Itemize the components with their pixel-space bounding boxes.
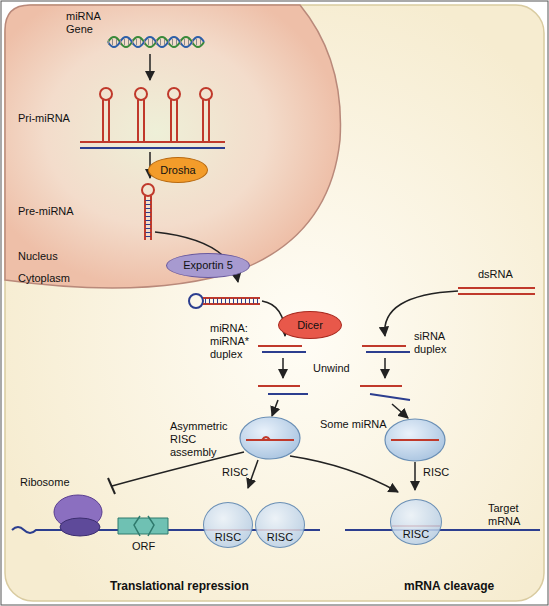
node-text: RISC [267, 531, 293, 544]
step-label: Unwind [313, 362, 350, 375]
complex-label: RISC [423, 466, 449, 479]
step-label: Asymmetric RISC assembly [170, 420, 238, 459]
stage-label: Pri-miRNA [18, 112, 70, 125]
exporter-ellipse: Exportin 5 [166, 253, 250, 278]
risc-complex: RISC [203, 502, 253, 548]
molecule-label: siRNA duplex [414, 330, 454, 356]
enzyme-ellipse: Drosha [148, 157, 208, 183]
risc-complex: RISC [255, 502, 305, 548]
compartment-label: Nucleus [18, 250, 58, 263]
section-title: mRNA cleavage [404, 580, 494, 593]
stage-label: Pre-miRNA [18, 205, 74, 218]
gene-label: miRNA Gene [66, 10, 106, 36]
node-text: Dicer [297, 319, 323, 332]
ribosome-label: Ribosome [20, 476, 70, 489]
orf-label: ORF [132, 540, 155, 553]
compartment-label: Cytoplasm [18, 272, 70, 285]
section-title: Translational repression [110, 580, 249, 593]
mrna-label: Target mRNA [488, 502, 532, 528]
molecule-label: dsRNA [478, 268, 513, 281]
molecule-label: miRNA: miRNA* duplex [210, 322, 254, 361]
node-text: Exportin 5 [183, 259, 233, 272]
step-label: Some miRNA [320, 418, 387, 431]
risc-complex: RISC [390, 499, 442, 545]
node-text: Drosha [160, 164, 195, 177]
enzyme-ellipse: Dicer [278, 311, 342, 339]
node-text: RISC [403, 528, 429, 541]
node-text: RISC [215, 531, 241, 544]
complex-label: RISC [222, 466, 248, 479]
